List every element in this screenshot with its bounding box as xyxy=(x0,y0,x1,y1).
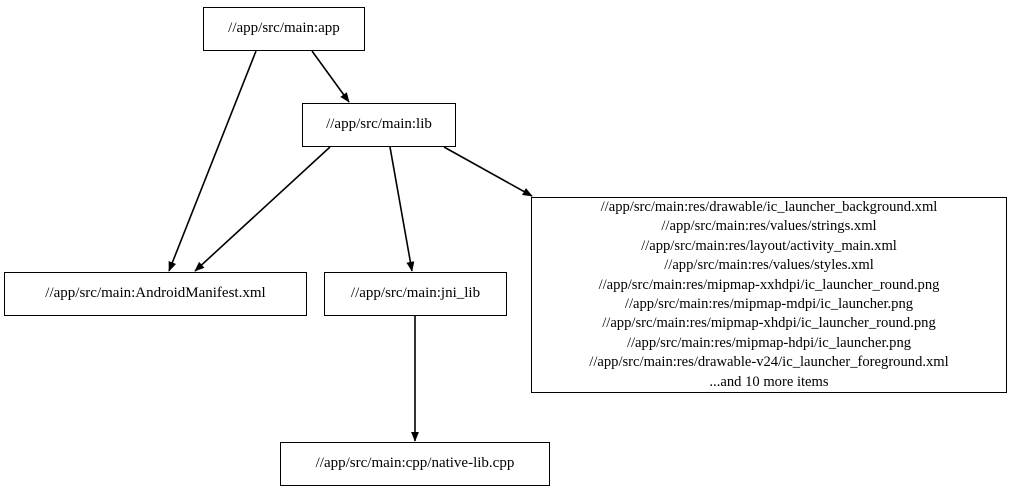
graph-node-android-manifest-label: //app/src/main:AndroidManifest.xml xyxy=(45,285,266,302)
edge-app-to-manifest xyxy=(168,50,257,272)
edge-lib-to-jni-lib xyxy=(389,146,415,272)
graph-node-native-lib-cpp[interactable]: //app/src/main:cpp/native-lib.cpp xyxy=(280,442,550,486)
graph-node-res-group[interactable]: //app/src/main:res/drawable/ic_launcher_… xyxy=(531,197,1007,393)
graph-node-app-label: //app/src/main:app xyxy=(228,20,340,37)
edge-lib-to-manifest xyxy=(194,146,331,272)
graph-node-android-manifest[interactable]: //app/src/main:AndroidManifest.xml xyxy=(4,272,307,316)
graph-node-jni-lib-label: //app/src/main:jni_lib xyxy=(350,285,481,302)
graph-node-res-group-label: //app/src/main:res/drawable/ic_launcher_… xyxy=(589,198,949,390)
graph-node-lib-label: //app/src/main:lib xyxy=(326,116,432,133)
graph-node-lib[interactable]: //app/src/main:lib xyxy=(302,103,456,147)
graph-node-app[interactable]: //app/src/main:app xyxy=(203,7,365,51)
graph-node-jni-lib[interactable]: //app/src/main:jni_lib xyxy=(324,272,507,316)
graph-node-native-lib-cpp-label: //app/src/main:cpp/native-lib.cpp xyxy=(315,455,515,472)
edge-app-to-lib xyxy=(311,50,350,103)
edge-lib-to-res xyxy=(443,146,533,197)
